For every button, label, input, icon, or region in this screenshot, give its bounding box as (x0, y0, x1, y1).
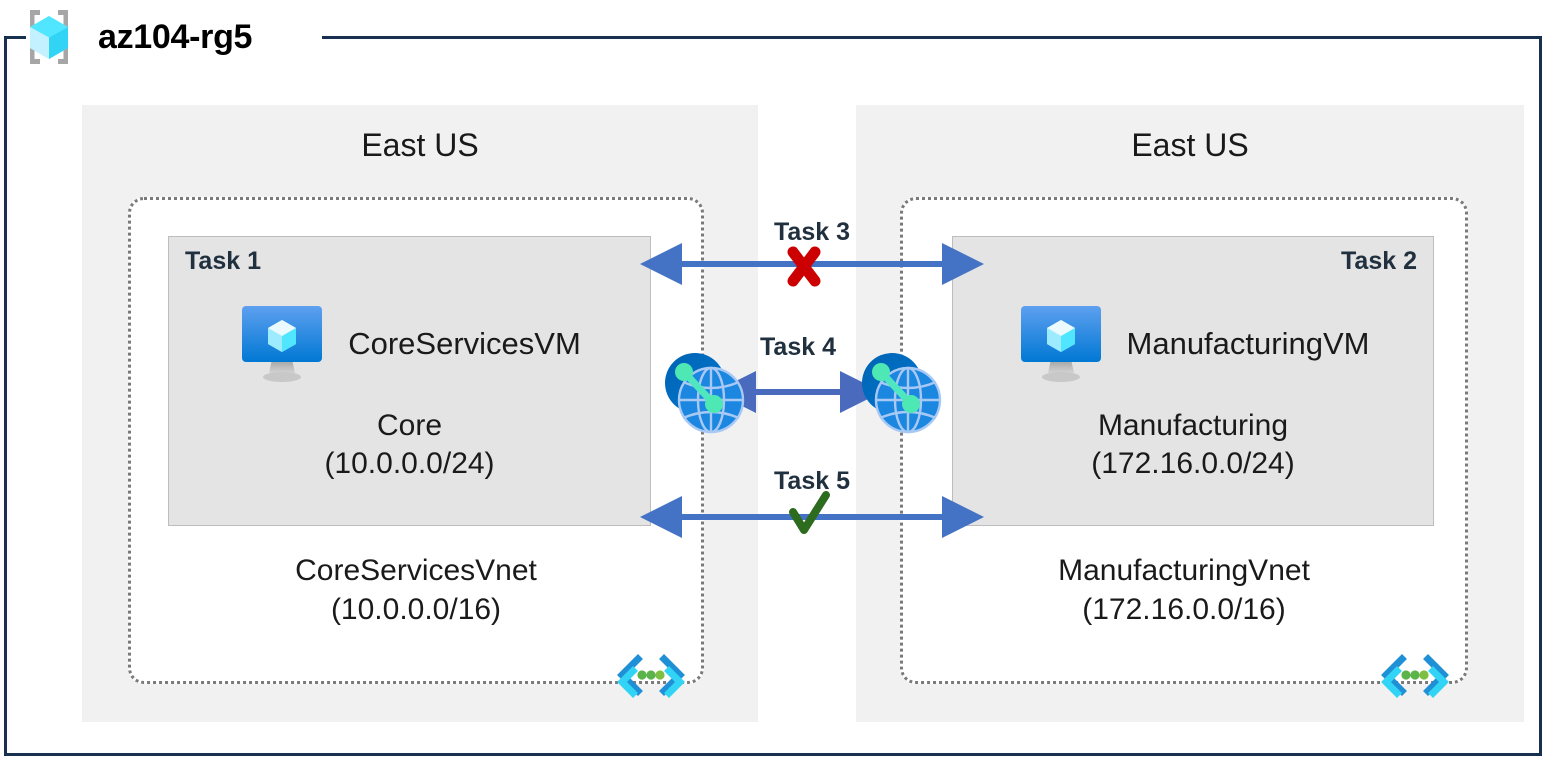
subnet-caption-manufacturing: Manufacturing (172.16.0.0/24) (953, 407, 1433, 484)
vm-name-manufacturing: ManufacturingVM (1126, 326, 1370, 361)
resource-group-frame-top-right (322, 36, 1542, 39)
subnet-prefix-core: (10.0.0.0/24) (324, 447, 495, 481)
subnet-manufacturing[interactable]: Task 2 ManufacturingVM (952, 236, 1434, 526)
subnet-core[interactable]: Task 1 CoreServicesVM (168, 236, 651, 526)
resource-group-cube-icon (30, 10, 68, 64)
task-tag-2: Task 2 (1341, 247, 1417, 275)
resource-group-frame-top-left (4, 36, 26, 39)
subnet-name-manufacturing: Manufacturing (1097, 409, 1289, 442)
vm-name-core: CoreServicesVM (348, 326, 581, 361)
subnet-caption-core: Core (10.0.0.0/24) (169, 407, 650, 484)
vm-row-core: CoreServicesVM (169, 303, 650, 385)
resource-group-header: az104-rg5 (10, 2, 252, 72)
subnet-name-core: Core (376, 409, 443, 442)
vnet-address-space-manufacturing: (172.16.0.0/16) (1082, 592, 1286, 626)
virtual-network-icon (617, 654, 685, 698)
virtual-network-icon (1381, 654, 1449, 698)
resource-group-title: az104-rg5 (98, 17, 253, 56)
resource-group-frame (4, 36, 1542, 756)
region-label-left: East US (361, 127, 479, 163)
region-label-right: East US (1131, 127, 1249, 163)
vnet-name-core: CoreServicesVnet (295, 554, 537, 588)
vnet-caption-core: CoreServicesVnet (10.0.0.0/16) (131, 552, 701, 629)
virtual-machine-icon (1020, 306, 1101, 382)
task-tag-1: Task 1 (185, 247, 261, 275)
subnet-prefix-manufacturing: (172.16.0.0/24) (1091, 447, 1295, 481)
vnet-caption-manufacturing: ManufacturingVnet (172.16.0.0/16) (903, 552, 1465, 629)
vnet-name-manufacturing: ManufacturingVnet (1058, 554, 1310, 588)
vm-row-manufacturing: ManufacturingVM (953, 303, 1433, 385)
vnet-address-space-core: (10.0.0.0/16) (330, 592, 502, 626)
virtual-machine-icon (242, 306, 323, 382)
